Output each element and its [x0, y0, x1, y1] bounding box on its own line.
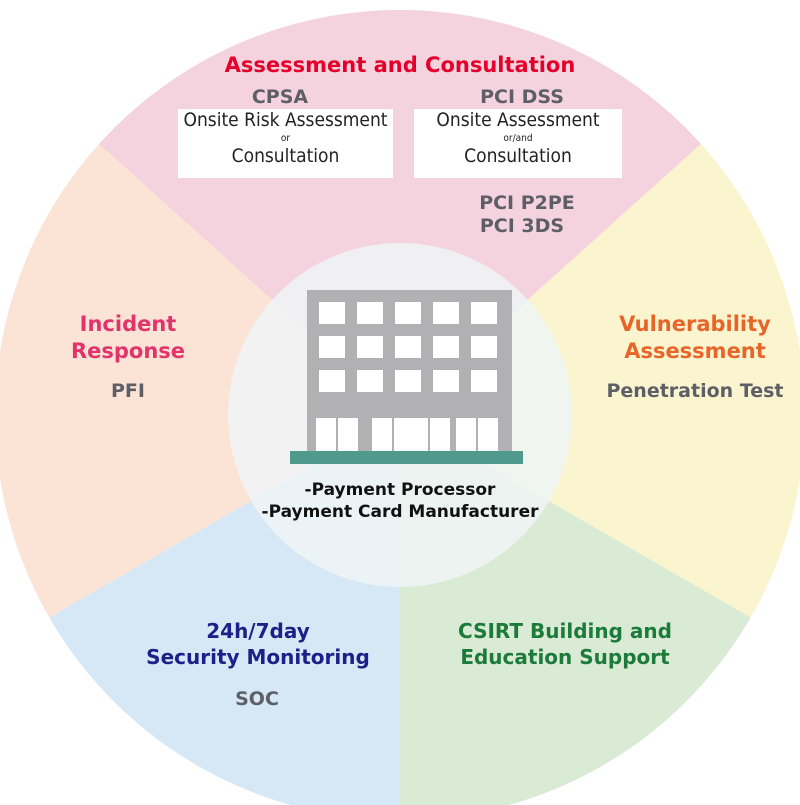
building-window: [357, 370, 383, 392]
vulnerability-title-line2: Assessment: [624, 339, 766, 363]
soc-label: SOC: [235, 688, 279, 710]
pci-dss-box-line2: Consultation: [464, 145, 572, 167]
building-door: [372, 418, 392, 451]
building-window: [471, 370, 497, 392]
incident-title-line2: Response: [70, 339, 186, 363]
building-door: [430, 418, 450, 451]
pci-dss-box-line1: Onsite Assessment: [436, 109, 600, 131]
cpsa-box-connector: or: [280, 133, 291, 144]
pfi-label: PFI: [111, 380, 145, 402]
pci-dss-service-box: Onsite Assessment or/and Consultation: [414, 109, 622, 178]
cpsa-box-line1: Onsite Risk Assessment: [183, 109, 388, 131]
client-payment-card-manufacturer: -Payment Card Manufacturer: [261, 502, 539, 522]
pci-dss-heading: PCI DSS: [480, 86, 564, 108]
cpsa-service-box: Onsite Risk Assessment or Consultation: [178, 109, 393, 178]
cpsa-box-line2: Consultation: [231, 145, 340, 167]
cpsa-heading: CPSA: [251, 86, 309, 108]
incident-title-line1: Incident: [79, 312, 177, 336]
building-window: [433, 302, 459, 324]
soc-title-line2: Security Monitoring: [146, 645, 370, 669]
building-window: [395, 336, 421, 358]
vulnerability-title-line1: Vulnerability: [619, 312, 771, 336]
assessment-title: Assessment and Consultation: [224, 53, 576, 77]
penetration-test-label: Penetration Test: [606, 380, 784, 402]
office-building-icon: [290, 290, 523, 464]
building-door: [316, 418, 336, 451]
pci-3ds-label: PCI 3DS: [479, 215, 565, 237]
segment-vulnerability-assessment: [400, 144, 800, 618]
building-window: [433, 370, 459, 392]
building-window: [319, 370, 345, 392]
building-window: [357, 302, 383, 324]
building-window: [319, 302, 345, 324]
csirt-title-line2: Education Support: [460, 645, 670, 669]
building-window: [395, 370, 421, 392]
building-window: [471, 336, 497, 358]
building-door: [456, 418, 476, 451]
pci-p2pe-label: PCI P2PE: [479, 192, 575, 214]
building-door: [478, 418, 498, 451]
building-door: [408, 418, 428, 451]
client-payment-processor: -Payment Processor: [304, 480, 496, 500]
building-window: [433, 336, 459, 358]
building-window: [357, 336, 383, 358]
building-window: [319, 336, 345, 358]
csirt-title-line1: CSIRT Building and: [458, 619, 672, 643]
building-door: [338, 418, 358, 451]
segment-incident-response: [0, 144, 400, 618]
soc-title-line1: 24h/7day: [206, 619, 310, 643]
building-window: [395, 302, 421, 324]
pci-dss-box-connector: or/and: [503, 133, 533, 144]
building-window: [471, 302, 497, 324]
